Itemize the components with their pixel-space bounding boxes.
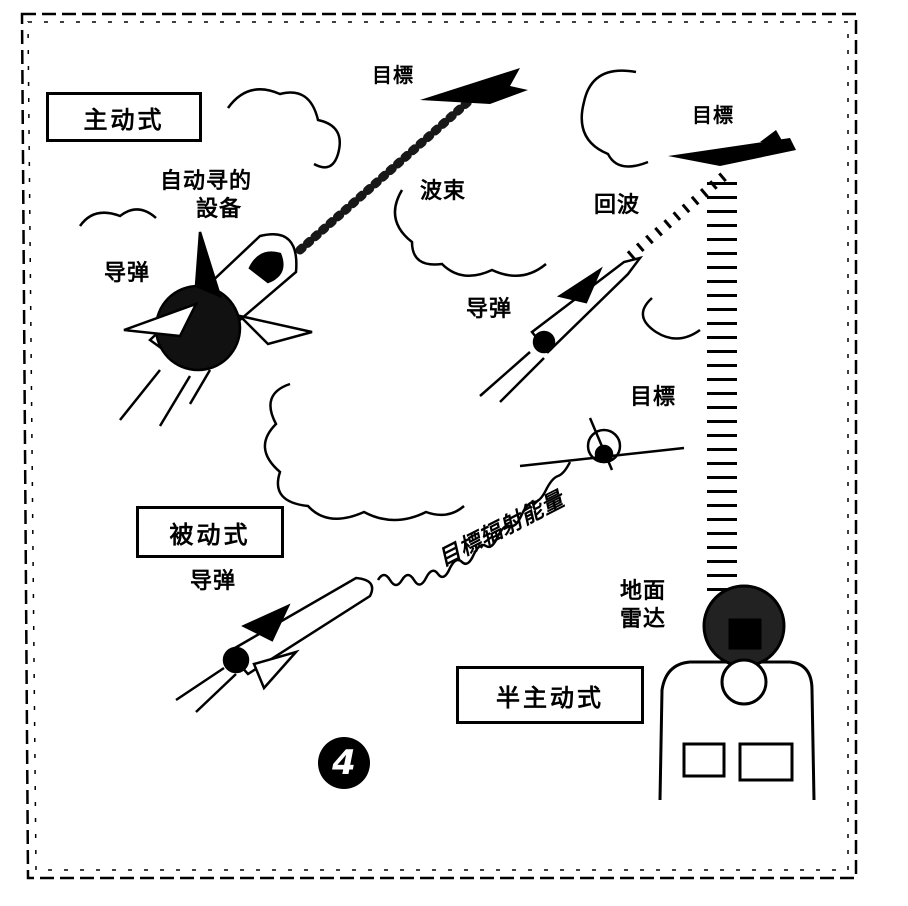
missile-label-semi: 导弹: [466, 297, 513, 322]
homing-device-label-line2: 設备: [196, 197, 243, 222]
border-frame: [20, 12, 858, 880]
echo-label: 回波: [594, 193, 641, 218]
mode-semi-active-box: 半主动式: [456, 666, 644, 724]
wave-beam-label: 波束: [420, 179, 467, 204]
missile-semi-active: [479, 255, 644, 403]
missile-passive: [175, 576, 374, 713]
mode-passive-box: 被动式: [136, 506, 284, 558]
target-label-right: 目標: [692, 103, 734, 127]
target-aircraft-middle: [519, 417, 685, 471]
missile-active: [119, 231, 313, 427]
figure-number: 4: [318, 737, 370, 789]
ground-radar: [658, 584, 816, 801]
target-label-top: 目標: [372, 63, 414, 87]
radiated-energy-wave: [376, 461, 572, 587]
target-aircraft-right: [668, 130, 796, 166]
homing-device-label-line1: 自动寻的: [160, 169, 253, 194]
target-label-middle: 目標: [630, 385, 677, 410]
ground-radar-label-line2: 雷达: [620, 607, 667, 632]
target-aircraft-top: [420, 68, 528, 104]
beam-echo: [626, 172, 728, 260]
beam-active: [295, 81, 491, 255]
missile-label-active: 导弹: [104, 261, 151, 286]
ground-radar-label-line1: 地面: [620, 579, 667, 604]
clouds: [78, 69, 701, 522]
mode-active-box: 主动式: [46, 92, 202, 142]
missile-label-passive: 导弹: [190, 569, 237, 594]
